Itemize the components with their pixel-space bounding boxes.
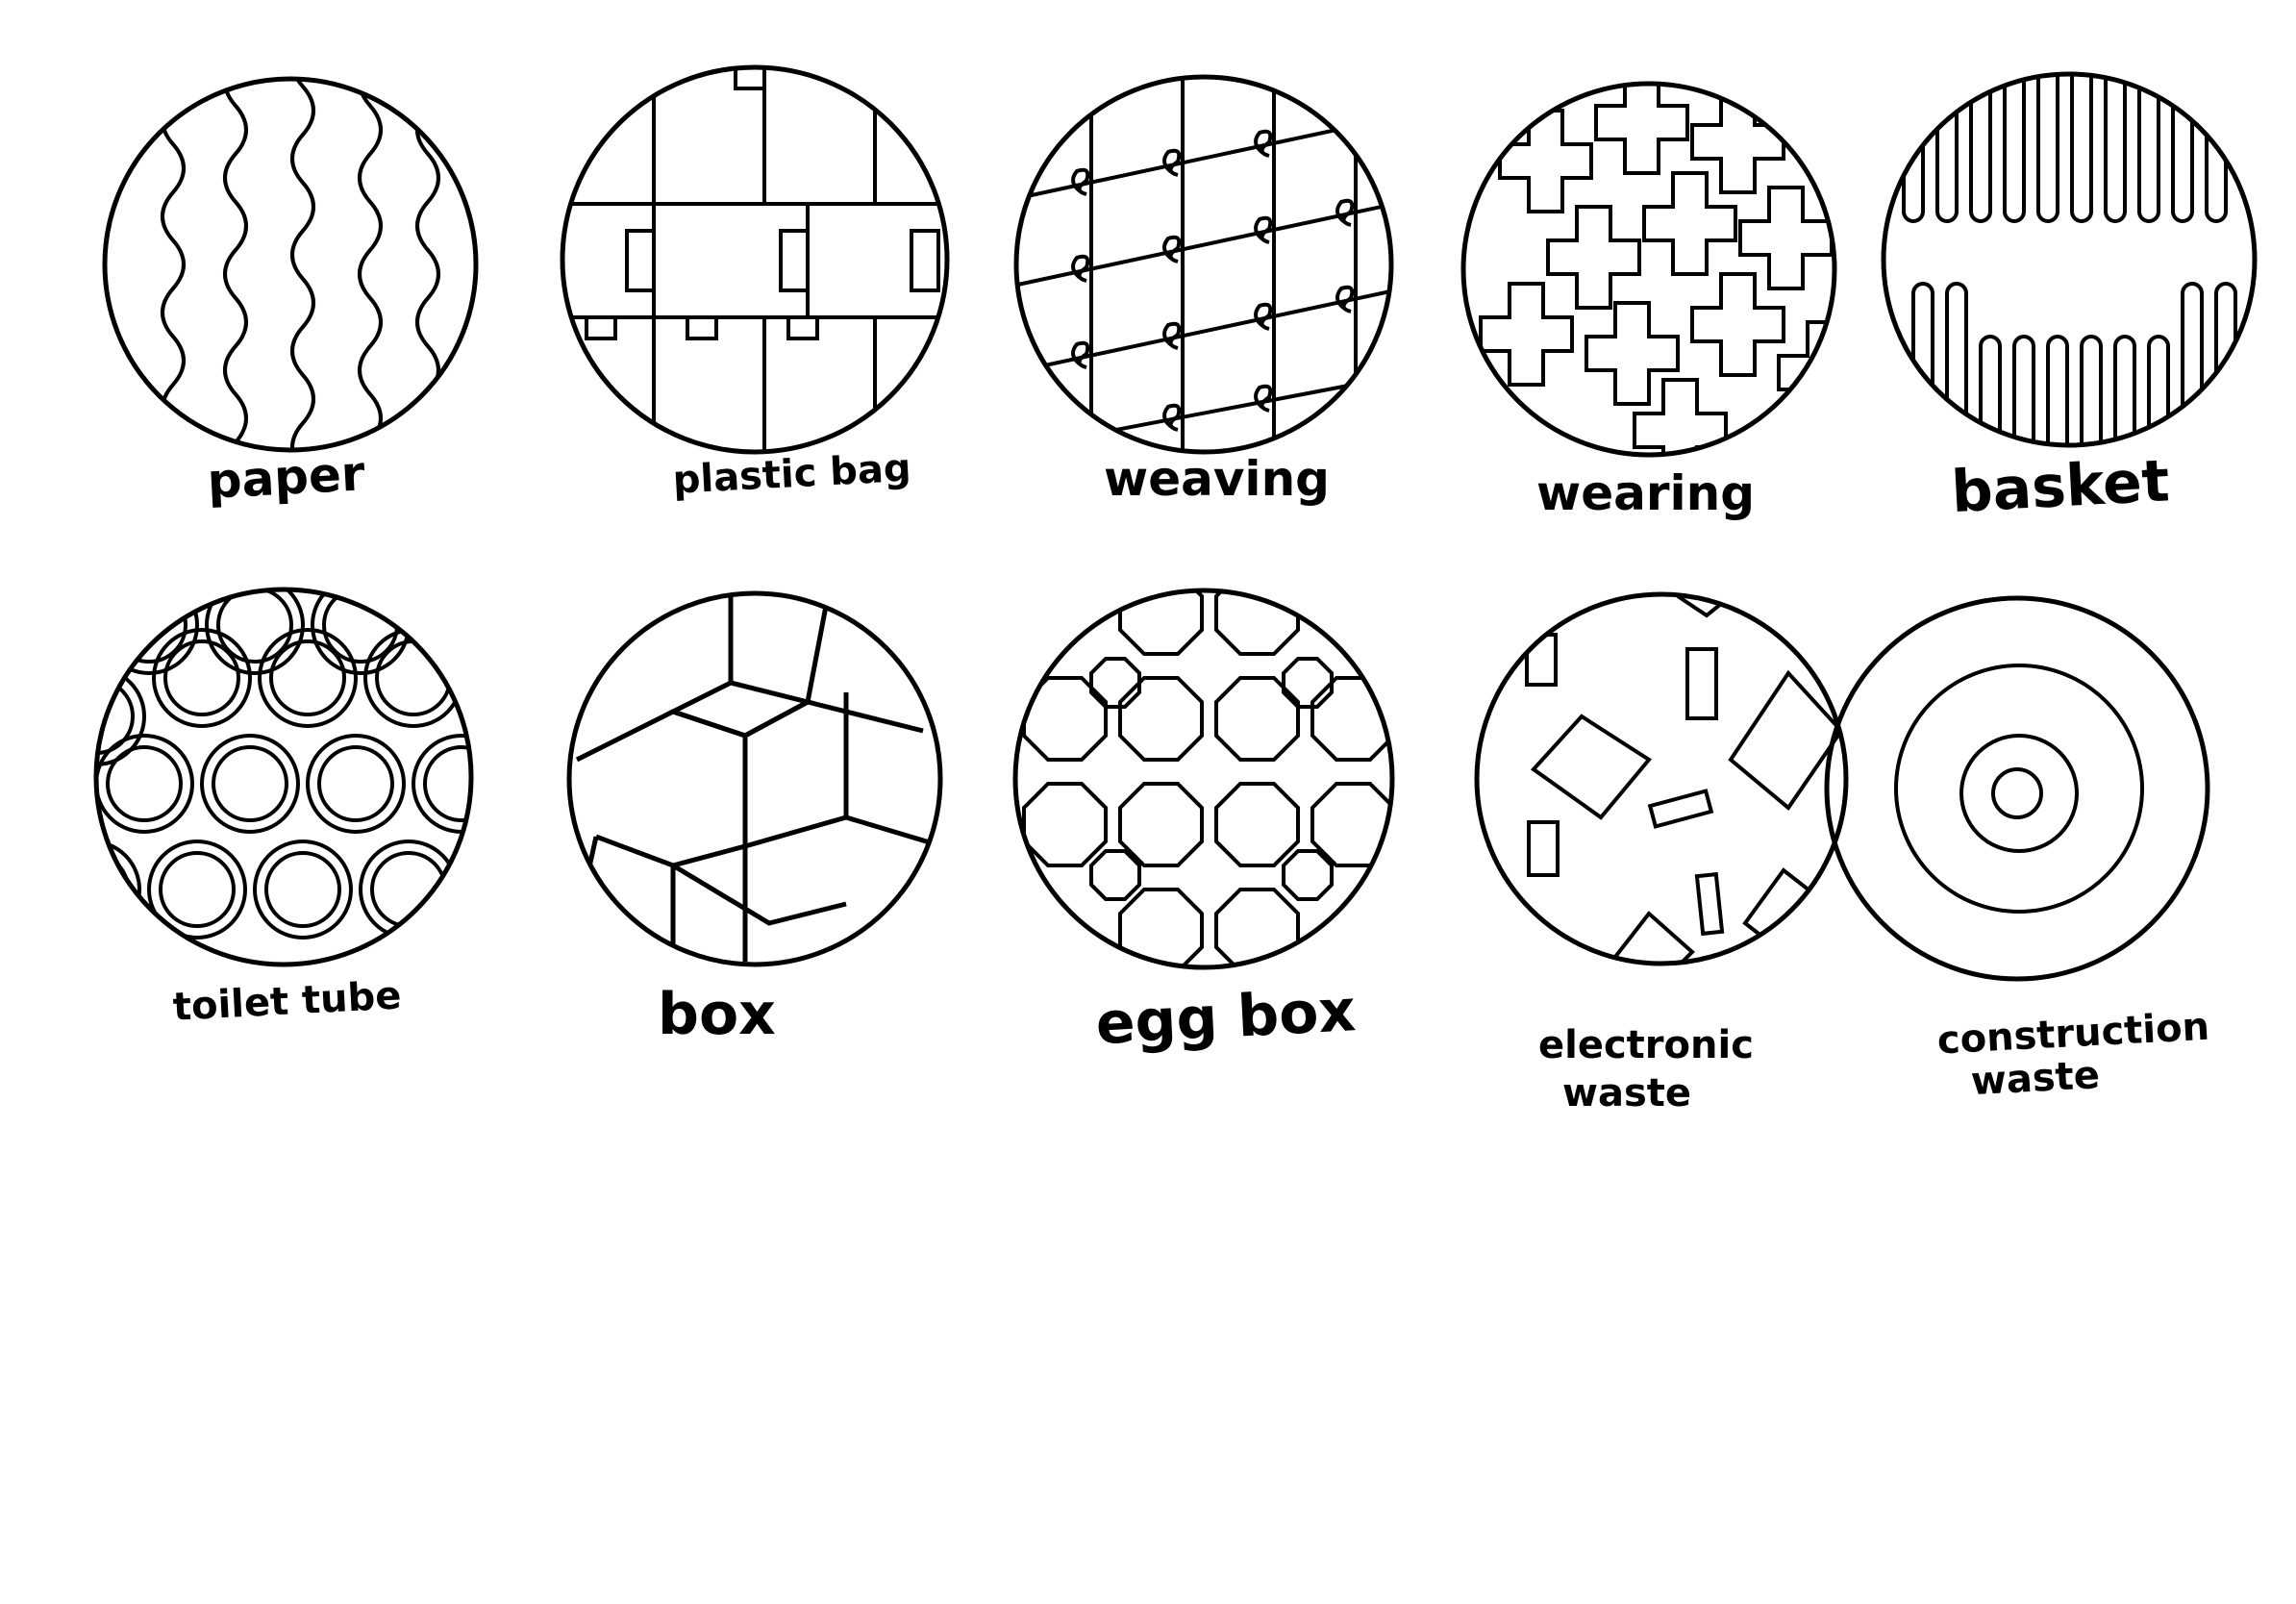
weaving-outline bbox=[1013, 74, 1394, 455]
swatch-basket: basket bbox=[1881, 71, 2258, 526]
basket-loop-pattern bbox=[1902, 74, 2237, 445]
construction-waste-ring-pattern bbox=[1894, 664, 2144, 914]
wearing-outline bbox=[1460, 81, 1837, 458]
toilet-tube-ring-pattern bbox=[96, 589, 471, 940]
plastic-bag-tab-pattern bbox=[562, 67, 947, 452]
weaving-loop-pattern bbox=[1016, 77, 1391, 452]
plastic-bag-label: plastic bag bbox=[672, 446, 912, 503]
electronic-waste-label-line2: waste bbox=[1562, 1071, 1691, 1115]
box-cube-pattern bbox=[574, 596, 940, 965]
construction-waste-label-line2: waste bbox=[1970, 1053, 2101, 1104]
basket-label: basket bbox=[1950, 447, 2171, 526]
paper-label: paper bbox=[206, 445, 366, 510]
electronic-waste-fragment-pattern bbox=[1525, 594, 1844, 964]
electronic-waste-outline bbox=[1474, 591, 1849, 966]
basket-outline bbox=[1881, 71, 2258, 448]
swatch-toilet-tube: toilet tube bbox=[93, 587, 474, 1030]
egg-box-label: egg box bbox=[1094, 977, 1358, 1058]
swatch-construction-waste: construction waste bbox=[1824, 595, 2210, 1104]
wearing-label: wearing bbox=[1536, 465, 1755, 521]
swatch-wearing: wearing bbox=[1460, 81, 1837, 521]
toilet-tube-outline bbox=[93, 587, 474, 967]
toilet-tube-label: toilet tube bbox=[172, 973, 403, 1029]
swatch-electronic-waste: electronic waste bbox=[1474, 591, 1849, 1115]
weaving-label: weaving bbox=[1104, 451, 1330, 507]
box-outline bbox=[566, 590, 943, 967]
swatch-plastic-bag: plastic bag bbox=[560, 64, 950, 503]
swatch-weaving: weaving bbox=[1013, 74, 1394, 507]
construction-waste-outline bbox=[1824, 595, 2210, 982]
swatch-paper: paper bbox=[102, 76, 479, 510]
swatch-egg-box: egg box bbox=[1012, 588, 1395, 1058]
paper-outline bbox=[102, 76, 479, 453]
swatch-box: box bbox=[566, 590, 943, 1048]
electronic-waste-label-line1: electronic bbox=[1538, 1023, 1754, 1067]
paper-wavy-pattern bbox=[161, 79, 440, 450]
plastic-bag-outline bbox=[560, 64, 950, 455]
egg-box-outline bbox=[1012, 588, 1395, 970]
box-label: box bbox=[658, 981, 776, 1048]
